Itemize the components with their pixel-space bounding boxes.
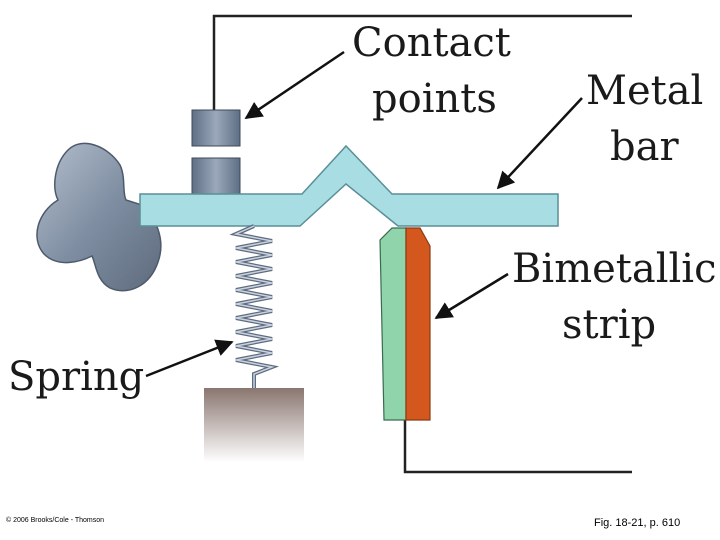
spring-arrow <box>145 339 234 378</box>
metal-bar <box>139 144 559 227</box>
bimetallic-strip-orange-layer <box>405 227 431 421</box>
figure-reference: Fig. 18-21, p. 610 <box>594 517 680 529</box>
top-wire <box>212 14 632 110</box>
bimetallic-strip-arrow <box>434 272 509 320</box>
copyright-text: © 2006 Brooks/Cole - Thomson <box>6 516 104 524</box>
metal-bar-label-line1: Metal <box>586 68 703 114</box>
upper-contact-point <box>191 109 241 147</box>
metal-bar-arrow <box>496 97 583 190</box>
adjustment-knob-icon <box>36 142 162 292</box>
bimetallic-strip-label-line1: Bimetallic <box>512 246 717 292</box>
contact-points-label-line2: points <box>372 76 497 122</box>
bimetallic-strip-green-layer <box>379 227 407 421</box>
contact-points-arrow <box>244 50 345 120</box>
bottom-wire <box>403 420 632 474</box>
contact-points-label-line1: Contact <box>352 20 511 66</box>
lower-contact-point <box>191 157 241 195</box>
spring-base <box>204 388 304 462</box>
spring-label: Spring <box>8 354 144 400</box>
bimetallic-strip-label-line2: strip <box>562 302 656 348</box>
metal-bar-label-line2: bar <box>610 124 679 170</box>
